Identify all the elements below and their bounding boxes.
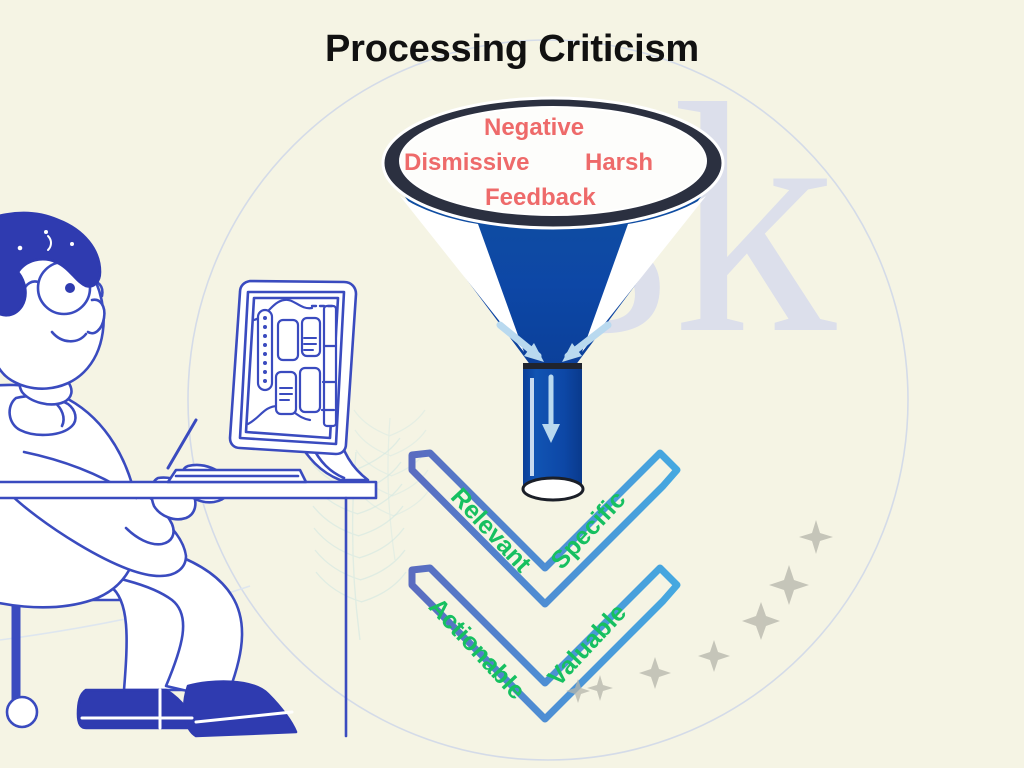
- plant-decoration-secondary: [353, 409, 430, 561]
- sparkle-icon: [698, 640, 730, 672]
- screen-card-4: [298, 366, 322, 414]
- funnel-label-negative: Negative: [484, 114, 585, 141]
- funnel-cone-main: [385, 170, 721, 378]
- funnel-highlight-left: [400, 196, 524, 352]
- checkmark-2: [408, 564, 681, 723]
- person-eye: [65, 283, 75, 293]
- funnel-arrowhead-right: [562, 343, 582, 362]
- screen-text-lines: [279, 337, 317, 401]
- screen-toolbar-dots: [263, 316, 267, 383]
- background-circle-outline: [187, 39, 909, 761]
- funnel-label-feedback: Feedback: [485, 184, 596, 211]
- funnel-tube-highlight: [530, 378, 534, 476]
- person-ear: [86, 298, 106, 335]
- hair-highlights: [17, 230, 74, 251]
- person-hair: [0, 211, 102, 317]
- sparkle-icon: [639, 657, 671, 689]
- screen-toolbar: [256, 308, 274, 392]
- funnel-label-harsh: Harsh: [585, 149, 654, 176]
- sparkle-icon: [799, 520, 833, 554]
- funnel-highlight-right: [582, 196, 706, 352]
- funnel-label-dismissive: Dismissive: [404, 149, 530, 176]
- screen-contents: [246, 298, 338, 428]
- funnel-tube-opening: [521, 476, 585, 502]
- funnel-rim-inner: [399, 106, 707, 216]
- sparkle-icon: [769, 565, 809, 605]
- checkmark-1: [408, 449, 681, 608]
- chair-caster: [5, 695, 39, 729]
- funnel-arrowhead-left: [524, 343, 544, 362]
- funnel-down-arrowhead: [542, 424, 560, 443]
- sparkle-icon: [566, 679, 590, 703]
- sparkle-icon: [587, 675, 613, 701]
- stylus: [166, 418, 198, 470]
- sparkle-icon: [742, 602, 780, 640]
- shoe-sole-line-front: [194, 710, 294, 724]
- screen-card-1: [276, 318, 300, 362]
- person-smile: [50, 330, 88, 343]
